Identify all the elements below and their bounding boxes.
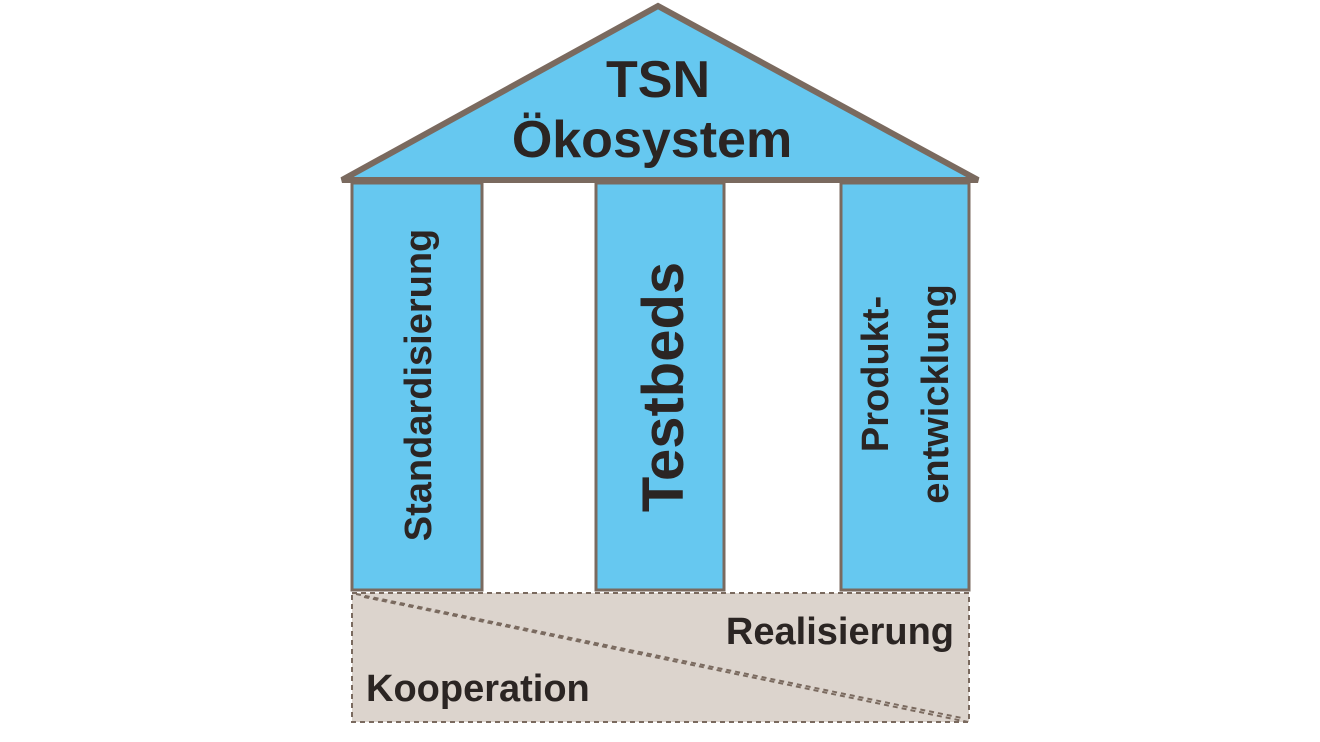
roof-title-line1: TSN (606, 51, 710, 109)
foundation-label-realisierung: Realisierung (726, 611, 954, 653)
roof: TSN Ökosystem (340, 2, 980, 183)
foundation: Realisierung Kooperation (351, 592, 970, 723)
pillars: Standardisierung Testbeds Produkt- entwi… (350, 181, 971, 592)
roof-title-line2: Ökosystem (512, 111, 792, 169)
foundation-divider-upper (355, 593, 963, 719)
pillar-label-entwicklung: entwicklung (915, 284, 957, 504)
pillar-produktentwicklung (839, 181, 971, 592)
pillar-testbeds (594, 181, 726, 592)
pillar-standardisierung (350, 181, 484, 592)
foundation-label-kooperation: Kooperation (366, 668, 590, 710)
foundation-divider-lower (363, 596, 969, 723)
roof-triangle (340, 2, 980, 183)
pillar-label-standardisierung: Standardisierung (398, 229, 440, 542)
pillar-label-produkt: Produkt- (855, 296, 897, 452)
pillar-label-testbeds: Testbeds (631, 262, 696, 512)
